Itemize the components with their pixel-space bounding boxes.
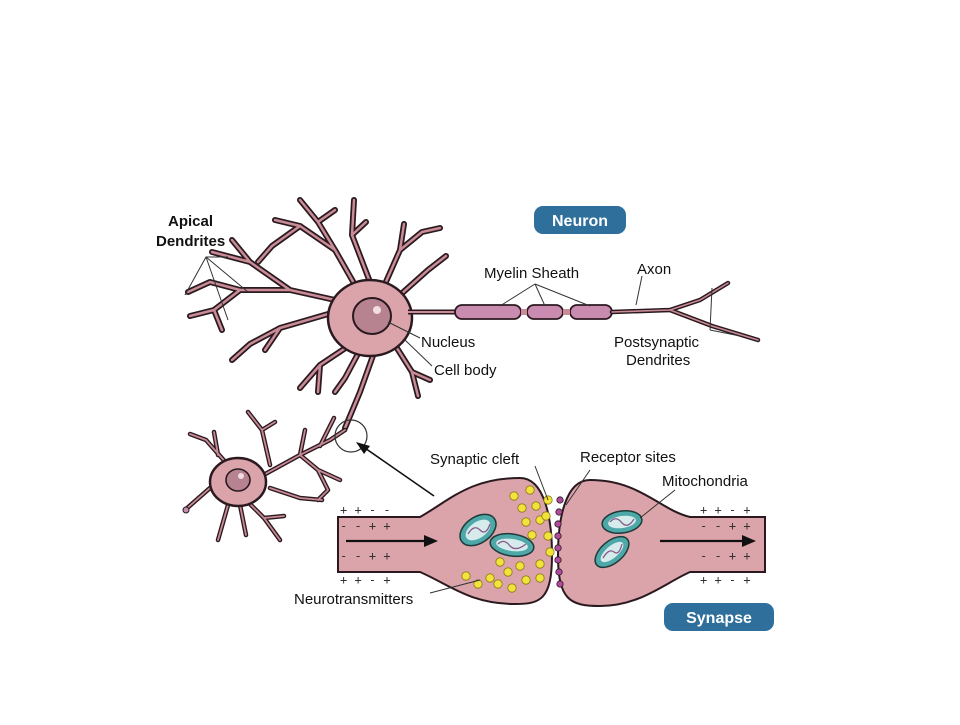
label-apical-dendrites-line1: Apical [168,213,213,230]
label-postsynaptic-line1: Postsynaptic [614,334,700,351]
label-myelin-sheath: Myelin Sheath [484,265,579,282]
leader-lines [184,256,741,594]
label-apical-dendrites-line2: Dendrites [156,233,225,250]
nucleolus [373,306,381,314]
neurotransmitter [473,579,483,589]
label-cell-body: Cell body [434,362,497,379]
charge-left-top: + + - - [340,503,391,517]
label-neurotransmitters: Neurotransmitters [294,591,413,608]
neurotransmitter [509,491,519,501]
charge-right-lower-inner: - - + + [700,549,751,563]
signal-arrow-right [660,535,756,547]
neurotransmitter [545,547,555,557]
myelin-segment [526,304,564,320]
neurotransmitter [527,530,537,540]
neurotransmitter [515,561,525,571]
main-neuron [185,197,761,431]
neurotransmitter [507,583,517,593]
neurotransmitter [485,573,495,583]
neuron-badge-label: Neuron [552,213,608,230]
apical-dendrites [185,197,449,431]
neurotransmitter [543,531,553,541]
neurotransmitter [531,501,541,511]
charge-left-upper-inner: - - + + [340,519,391,533]
label-synaptic-cleft: Synaptic cleft [430,451,520,468]
label-nucleus: Nucleus [421,334,475,351]
magnifier-circle [334,419,368,453]
myelin-segment [454,304,522,320]
neurotransmitter [525,485,535,495]
synapse-badge: Synapse [664,603,774,631]
neurotransmitter [461,571,471,581]
neurotransmitter [535,559,545,569]
small-nucleus [225,468,251,492]
nucleus [352,297,392,335]
synapse: + + - - - - + + - - + + + + - + + + - + … [337,476,766,608]
neurotransmitter [493,579,503,589]
charge-left-bottom: + + - + [340,573,391,587]
charge-right-top: + + - + [700,503,751,517]
label-axon: Axon [637,261,671,278]
synapse-badge-label: Synapse [686,610,752,627]
neurotransmitter [541,511,551,521]
mitochondrion [459,513,497,547]
zoom-arrow [356,442,435,497]
second-neuron [182,409,348,543]
neurotransmitter [503,567,513,577]
charge-right-upper-inner: - - + + [700,519,751,533]
label-receptor-sites: Receptor sites [580,449,676,466]
neurotransmitter [495,557,505,567]
signal-arrow-left [346,535,438,547]
receptor-sites [554,496,564,588]
mitochondrion [489,532,535,558]
neurotransmitter [517,503,527,513]
neurotransmitter [521,575,531,585]
myelin-sheath [454,304,613,320]
neuron-badge: Neuron [534,206,626,234]
neurotransmitter [535,573,545,583]
neurotransmitter [521,517,531,527]
label-mitochondria: Mitochondria [662,473,749,490]
charge-right-bottom: + + - + [700,573,751,587]
mitochondrion [594,535,630,569]
postsynaptic-terminal [556,478,766,608]
label-postsynaptic-line2: Dendrites [626,352,690,369]
mitochondrion [601,510,643,534]
charge-left-lower-inner: - - + + [340,549,391,563]
myelin-segment [569,304,613,320]
